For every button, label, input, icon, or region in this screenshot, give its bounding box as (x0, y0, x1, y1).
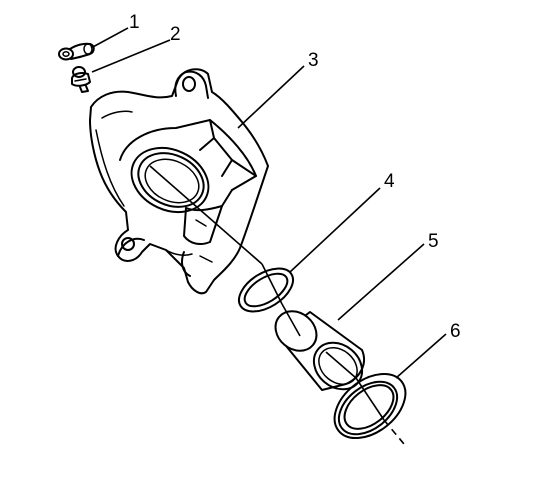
callout-6: 6 (450, 321, 461, 342)
center-axis-line (149, 165, 263, 265)
callout-3: 3 (308, 50, 319, 71)
part-4-piston-seal (238, 267, 294, 313)
leader-line-5 (337, 243, 425, 321)
part-6-dust-boot (333, 372, 407, 440)
part-2-bleeder-valve (71, 66, 91, 93)
center-axis-segment-4 (325, 351, 357, 379)
part-1-bleeder-cap (58, 42, 95, 61)
leader-line-4 (289, 187, 381, 273)
part-5-piston (274, 310, 365, 391)
leader-line-1 (90, 27, 129, 49)
leader-line-6 (395, 333, 447, 379)
center-axis-segment-5 (355, 377, 385, 421)
callout-4: 4 (384, 171, 395, 192)
center-axis-dashed-end (383, 419, 405, 445)
callout-1: 1 (129, 12, 140, 33)
leader-line-2 (91, 39, 171, 73)
part-3-caliper-housing (89, 68, 269, 295)
center-axis-segment-2 (261, 263, 283, 305)
center-axis-segment-3 (281, 303, 301, 337)
callout-2: 2 (170, 24, 181, 45)
callout-5: 5 (428, 231, 439, 252)
leader-line-3 (237, 65, 305, 129)
